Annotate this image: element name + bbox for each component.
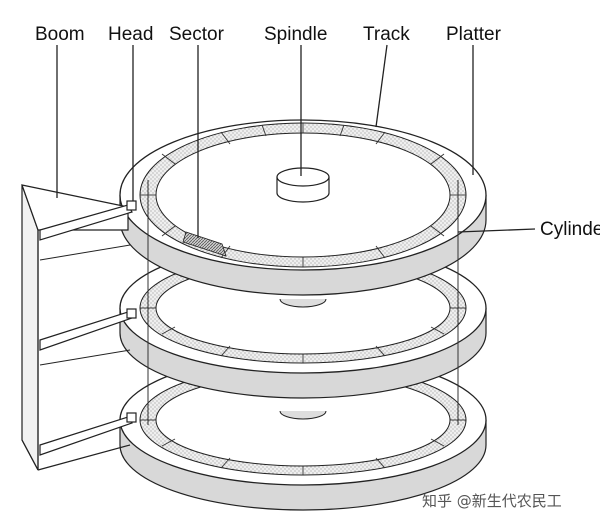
watermark-text: 知乎 @新生代农民工 [422,492,562,510]
leader-lines [56,44,536,238]
label-boom: Boom [35,24,85,45]
boom-assembly [21,184,133,471]
label-cylinder: Cylinde [540,219,600,240]
label-track: Track [363,24,410,45]
sector-dividers-top [140,123,466,267]
highlighted-sector [182,231,227,257]
label-head: Head [108,24,153,45]
label-sector: Sector [169,24,225,45]
read-write-heads [126,200,137,423]
label-platter: Platter [446,24,502,45]
cylinder-outline [147,180,459,425]
label-spindle: Spindle [264,24,327,45]
spindle [276,167,330,203]
platter-top [119,119,487,296]
